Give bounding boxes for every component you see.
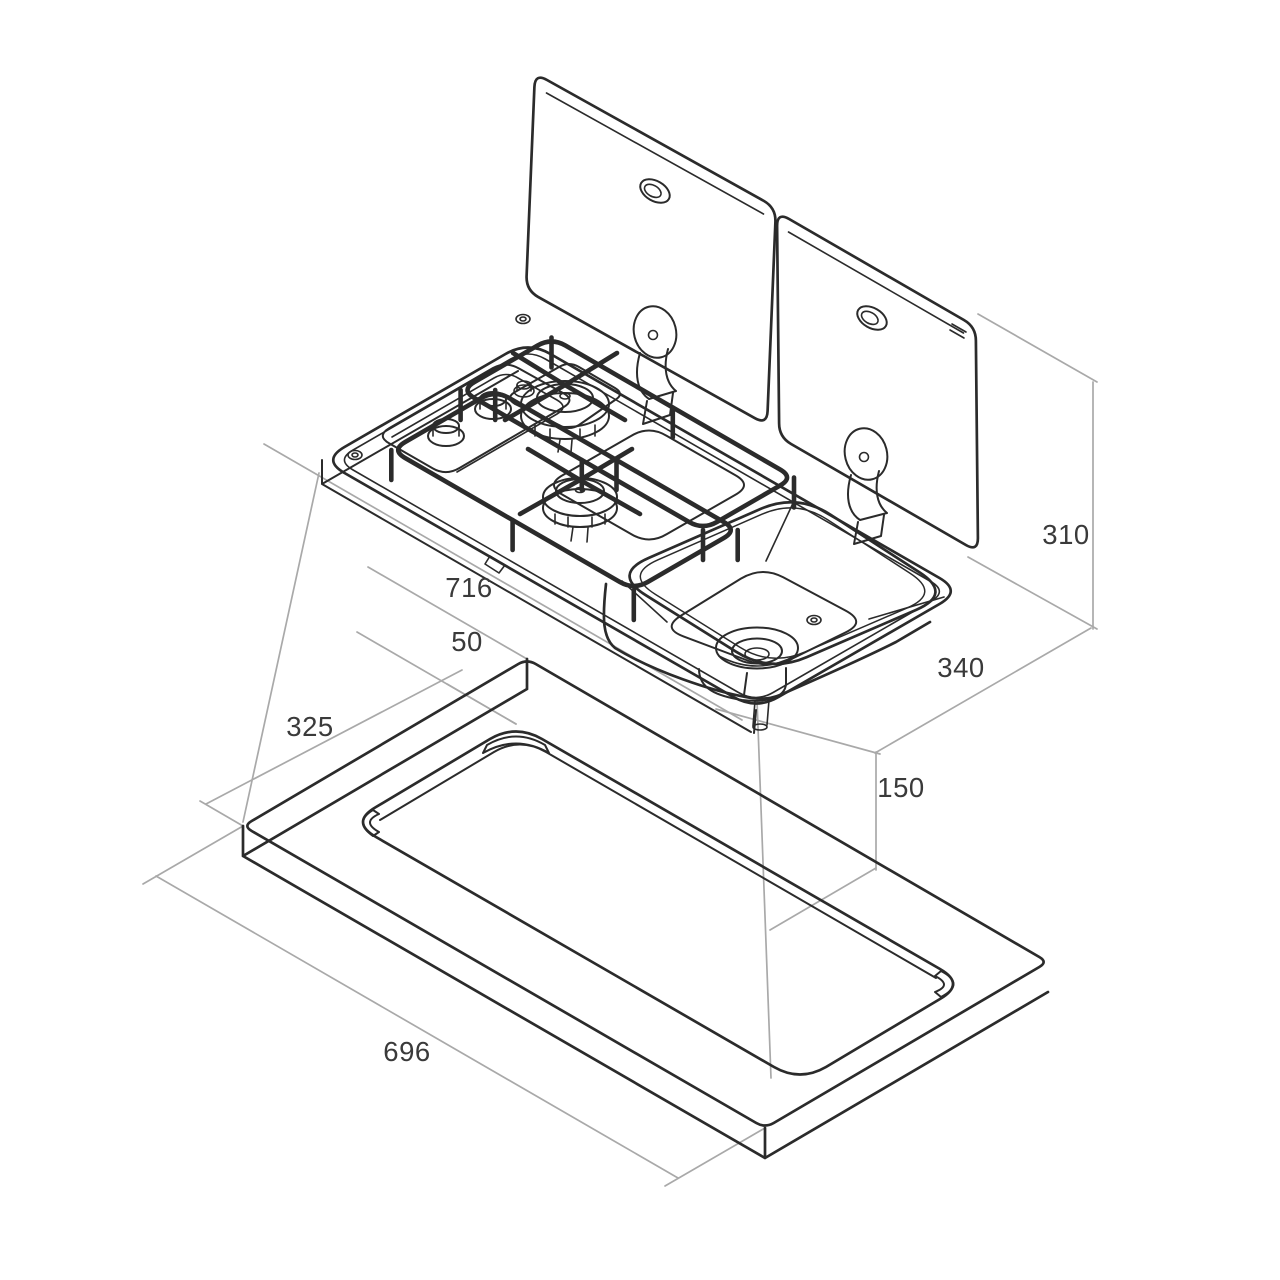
worktop-top-face bbox=[246, 660, 1045, 1127]
hinge-left bbox=[632, 305, 678, 425]
unit-underside bbox=[321, 370, 757, 734]
hinge-left-disc bbox=[632, 305, 678, 359]
dim-310-extension-bottom bbox=[967, 556, 1098, 630]
projection-line-left bbox=[242, 472, 320, 823]
drain-shadow-arc bbox=[718, 655, 796, 667]
lid-right-edge-clip bbox=[949, 323, 967, 339]
front-burner-stubs bbox=[570, 526, 589, 543]
dim-label-bowl-depth: 150 bbox=[877, 772, 924, 803]
hinge-left-pin bbox=[647, 329, 659, 341]
hob-sink-unit bbox=[321, 313, 953, 734]
lid-left-handle-hole bbox=[639, 178, 671, 204]
dim-label-cutout-length: 696 bbox=[383, 1036, 430, 1067]
glass-lid-left[interactable] bbox=[525, 76, 777, 422]
drain-inner-ring bbox=[731, 637, 783, 665]
hinge-right-disc bbox=[843, 427, 889, 481]
dim-50-extensions bbox=[356, 566, 528, 725]
dim-340-line bbox=[874, 627, 1092, 754]
pan-support-grid bbox=[389, 335, 797, 623]
screw-icon bbox=[810, 617, 818, 623]
lid-left-pane[interactable] bbox=[525, 76, 777, 422]
drain bbox=[715, 626, 799, 670]
dim-696-extensions bbox=[142, 825, 766, 1187]
handle-hole-outer bbox=[639, 178, 671, 204]
hinge-right-pin bbox=[858, 451, 870, 463]
cutout-corner-radius-details bbox=[362, 735, 955, 998]
grid-posts bbox=[389, 335, 797, 623]
dim-label-edge-offset: 50 bbox=[451, 626, 483, 657]
rim-screws bbox=[347, 313, 822, 626]
dim-325-line bbox=[205, 669, 463, 805]
grid-spider-front bbox=[517, 446, 643, 517]
projection-line-right bbox=[756, 699, 772, 1079]
dimension-labels: 716 50 325 696 310 340 150 bbox=[286, 519, 1089, 1067]
knob-1-base[interactable] bbox=[427, 425, 465, 447]
dim-150-extension bbox=[769, 867, 877, 931]
dimension-lines bbox=[142, 313, 1098, 1187]
lid-left-thickness bbox=[545, 92, 765, 215]
grid-spider-rear bbox=[502, 350, 628, 423]
hinge-left-bracket bbox=[636, 348, 677, 425]
screw-icon bbox=[519, 316, 527, 322]
worktop-thickness-edges bbox=[241, 657, 1050, 1160]
glass-lid-right[interactable] bbox=[775, 215, 980, 549]
cutout-inner-wall bbox=[379, 743, 937, 979]
dim-label-unit-width: 340 bbox=[937, 652, 984, 683]
mounting-tab bbox=[484, 555, 506, 574]
dim-310-extension-top bbox=[977, 313, 1098, 383]
drain-hole bbox=[744, 647, 770, 661]
worktop-cutout-panel bbox=[241, 657, 1050, 1160]
control-recess-floor bbox=[391, 373, 564, 473]
sink-opening-outer bbox=[628, 500, 937, 666]
front-burner-ports bbox=[554, 513, 606, 528]
cutout-opening bbox=[361, 730, 955, 1076]
dim-716-line bbox=[263, 443, 743, 721]
sink-tub-sump bbox=[698, 667, 787, 702]
dim-340-extension bbox=[715, 708, 881, 755]
glass-lids bbox=[525, 76, 980, 549]
drain-pipe-stub bbox=[752, 699, 770, 727]
screw-icon bbox=[806, 614, 822, 626]
screw-icon bbox=[347, 449, 363, 461]
hinge-right bbox=[843, 427, 889, 545]
handle-hole-inner bbox=[860, 310, 879, 326]
sink-tub-outline bbox=[602, 582, 932, 700]
handle-hole-outer bbox=[856, 305, 888, 331]
grid-frame-rear bbox=[465, 339, 790, 529]
lid-right-thickness bbox=[787, 231, 965, 334]
sink-bottom bbox=[670, 570, 858, 666]
handle-hole-inner bbox=[643, 183, 662, 199]
dim-label-unit-length: 716 bbox=[445, 572, 492, 603]
rear-burner-bolt bbox=[559, 392, 571, 400]
grid-frame-front bbox=[395, 391, 733, 589]
drain-outer-ring bbox=[715, 626, 799, 670]
lid-right-handle-hole bbox=[856, 305, 888, 331]
drain-pipe-end bbox=[752, 723, 768, 731]
dim-label-cutout-width: 325 bbox=[286, 711, 333, 742]
lid-right-pane[interactable] bbox=[775, 215, 980, 549]
sink-corner-creases bbox=[621, 500, 945, 623]
hinge-right-bracket bbox=[847, 470, 888, 545]
screw-icon bbox=[515, 313, 531, 325]
dim-696-line bbox=[155, 875, 679, 1179]
sink-bowl bbox=[602, 500, 945, 731]
screw-icon bbox=[351, 452, 359, 458]
dim-label-lid-height: 310 bbox=[1042, 519, 1089, 550]
